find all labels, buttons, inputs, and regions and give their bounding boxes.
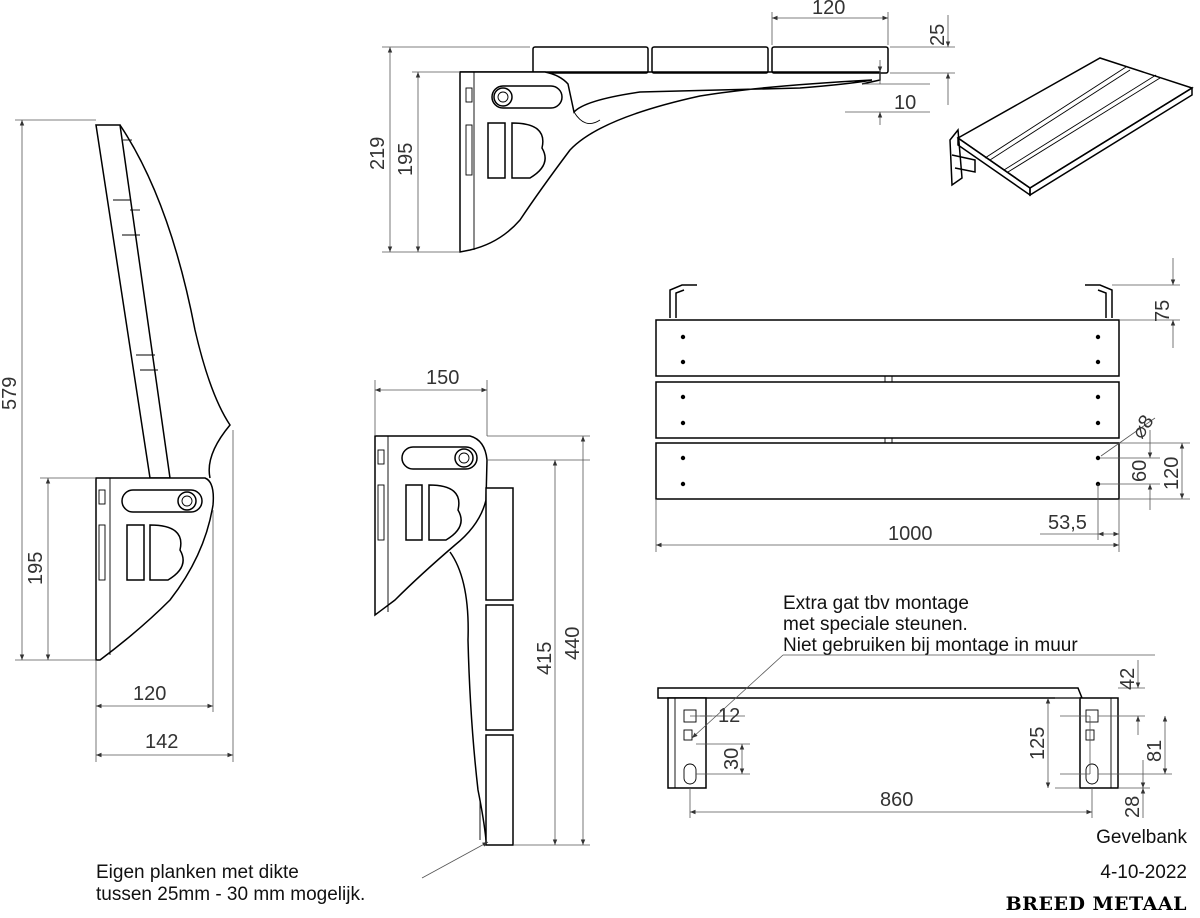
mount-note-line3: Niet gebruiken bij montage in muur [783,635,1078,656]
dim-bottom-slot-spacing: 30 [721,748,743,770]
mount-note-line1: Extra gat tbv montage [783,593,969,614]
dim-bottom-hole-offset: 12 [718,705,740,727]
brand-logo: BREED METAAL [1006,893,1187,915]
dim-mid-height-outer: 440 [562,627,584,660]
mid-plank-2 [485,604,514,731]
mid-plank-1 [485,487,514,601]
dim-bottom-slot-bottom: 28 [1122,796,1144,818]
left-brand-cutout [126,524,184,581]
front-view: 75 ⌀8 60 120 53,5 1000 [655,258,1190,552]
mid-brand-cutout [405,484,462,541]
folded-plank-outline [95,124,171,479]
dim-top-height-total: 219 [367,137,389,170]
dim-front-length: 1000 [888,523,933,545]
isometric-view [949,57,1194,197]
middle-folded-view: 150 415 440 Eigen planken met dikte tuss… [96,367,590,905]
product-name: Gevelbank [1096,827,1187,848]
dim-top-thickness: 25 [927,24,949,46]
mount-note-line2: met speciale steunen. [783,614,968,635]
mid-mounting-slot [401,446,478,470]
plank-3 [771,46,889,74]
dim-bottom-span: 860 [880,789,913,811]
dim-top-width: 120 [812,0,845,19]
front-board-3 [655,442,1120,500]
top-side-view: 120 25 10 219 195 [367,0,955,253]
brand-cutout [487,122,546,179]
dim-top-height-bracket: 195 [395,143,417,176]
mid-plank-3 [485,734,514,846]
dim-bottom-slot-distance: 81 [1144,740,1166,762]
front-board-2 [655,381,1120,439]
planks-note-line1: Eigen planken met dikte [96,862,299,883]
dim-front-hole-spacing: 60 [1129,460,1151,482]
dim-bottom-top-offset: 42 [1117,668,1139,690]
dim-left-depth-outer: 142 [145,731,178,753]
bottom-left-bracket [667,697,707,789]
title-block: Gevelbank 4-10-2022 BREED METAAL [1006,827,1188,915]
front-left-hook [669,284,697,318]
dim-mid-height-inner: 415 [534,642,556,675]
folded-bracket-arm [119,124,231,479]
dim-front-bracket-height: 75 [1152,300,1174,322]
mid-bracket-body [374,435,488,617]
mid-hanging-arm [449,551,487,841]
dim-top-gap: 10 [894,92,916,114]
plank-1 [532,46,649,74]
left-bracket-body [95,477,215,661]
iso-wall-bracket [949,128,963,187]
dim-left-depth-inner: 120 [133,683,166,705]
drawing-date: 4-10-2022 [1100,862,1187,883]
mounting-slot [491,85,563,109]
front-board-1 [655,319,1120,377]
planks-note-line2: tussen 25mm - 30 mm mogelijk. [96,884,365,905]
left-mounting-slot [121,489,203,513]
bottom-view: 42 125 81 28 12 30 860 Extra gat tbv mon… [657,593,1172,818]
pivot-bolt [493,87,513,107]
plank-2 [651,46,769,74]
bracket-body [459,71,873,253]
bottom-seat [657,687,1084,699]
dim-front-hole-diameter: ⌀8 [1128,411,1159,442]
dim-left-height-bracket: 195 [25,552,47,585]
dim-front-hole-offset: 53,5 [1048,512,1087,534]
left-folded-view: 579 195 120 142 [0,119,234,762]
dim-mid-depth: 150 [426,367,459,389]
dim-bottom-bracket-height: 125 [1027,727,1049,760]
dim-front-board-width: 120 [1161,457,1183,490]
dim-left-height-total: 579 [0,377,21,410]
front-right-hook [1085,284,1113,318]
